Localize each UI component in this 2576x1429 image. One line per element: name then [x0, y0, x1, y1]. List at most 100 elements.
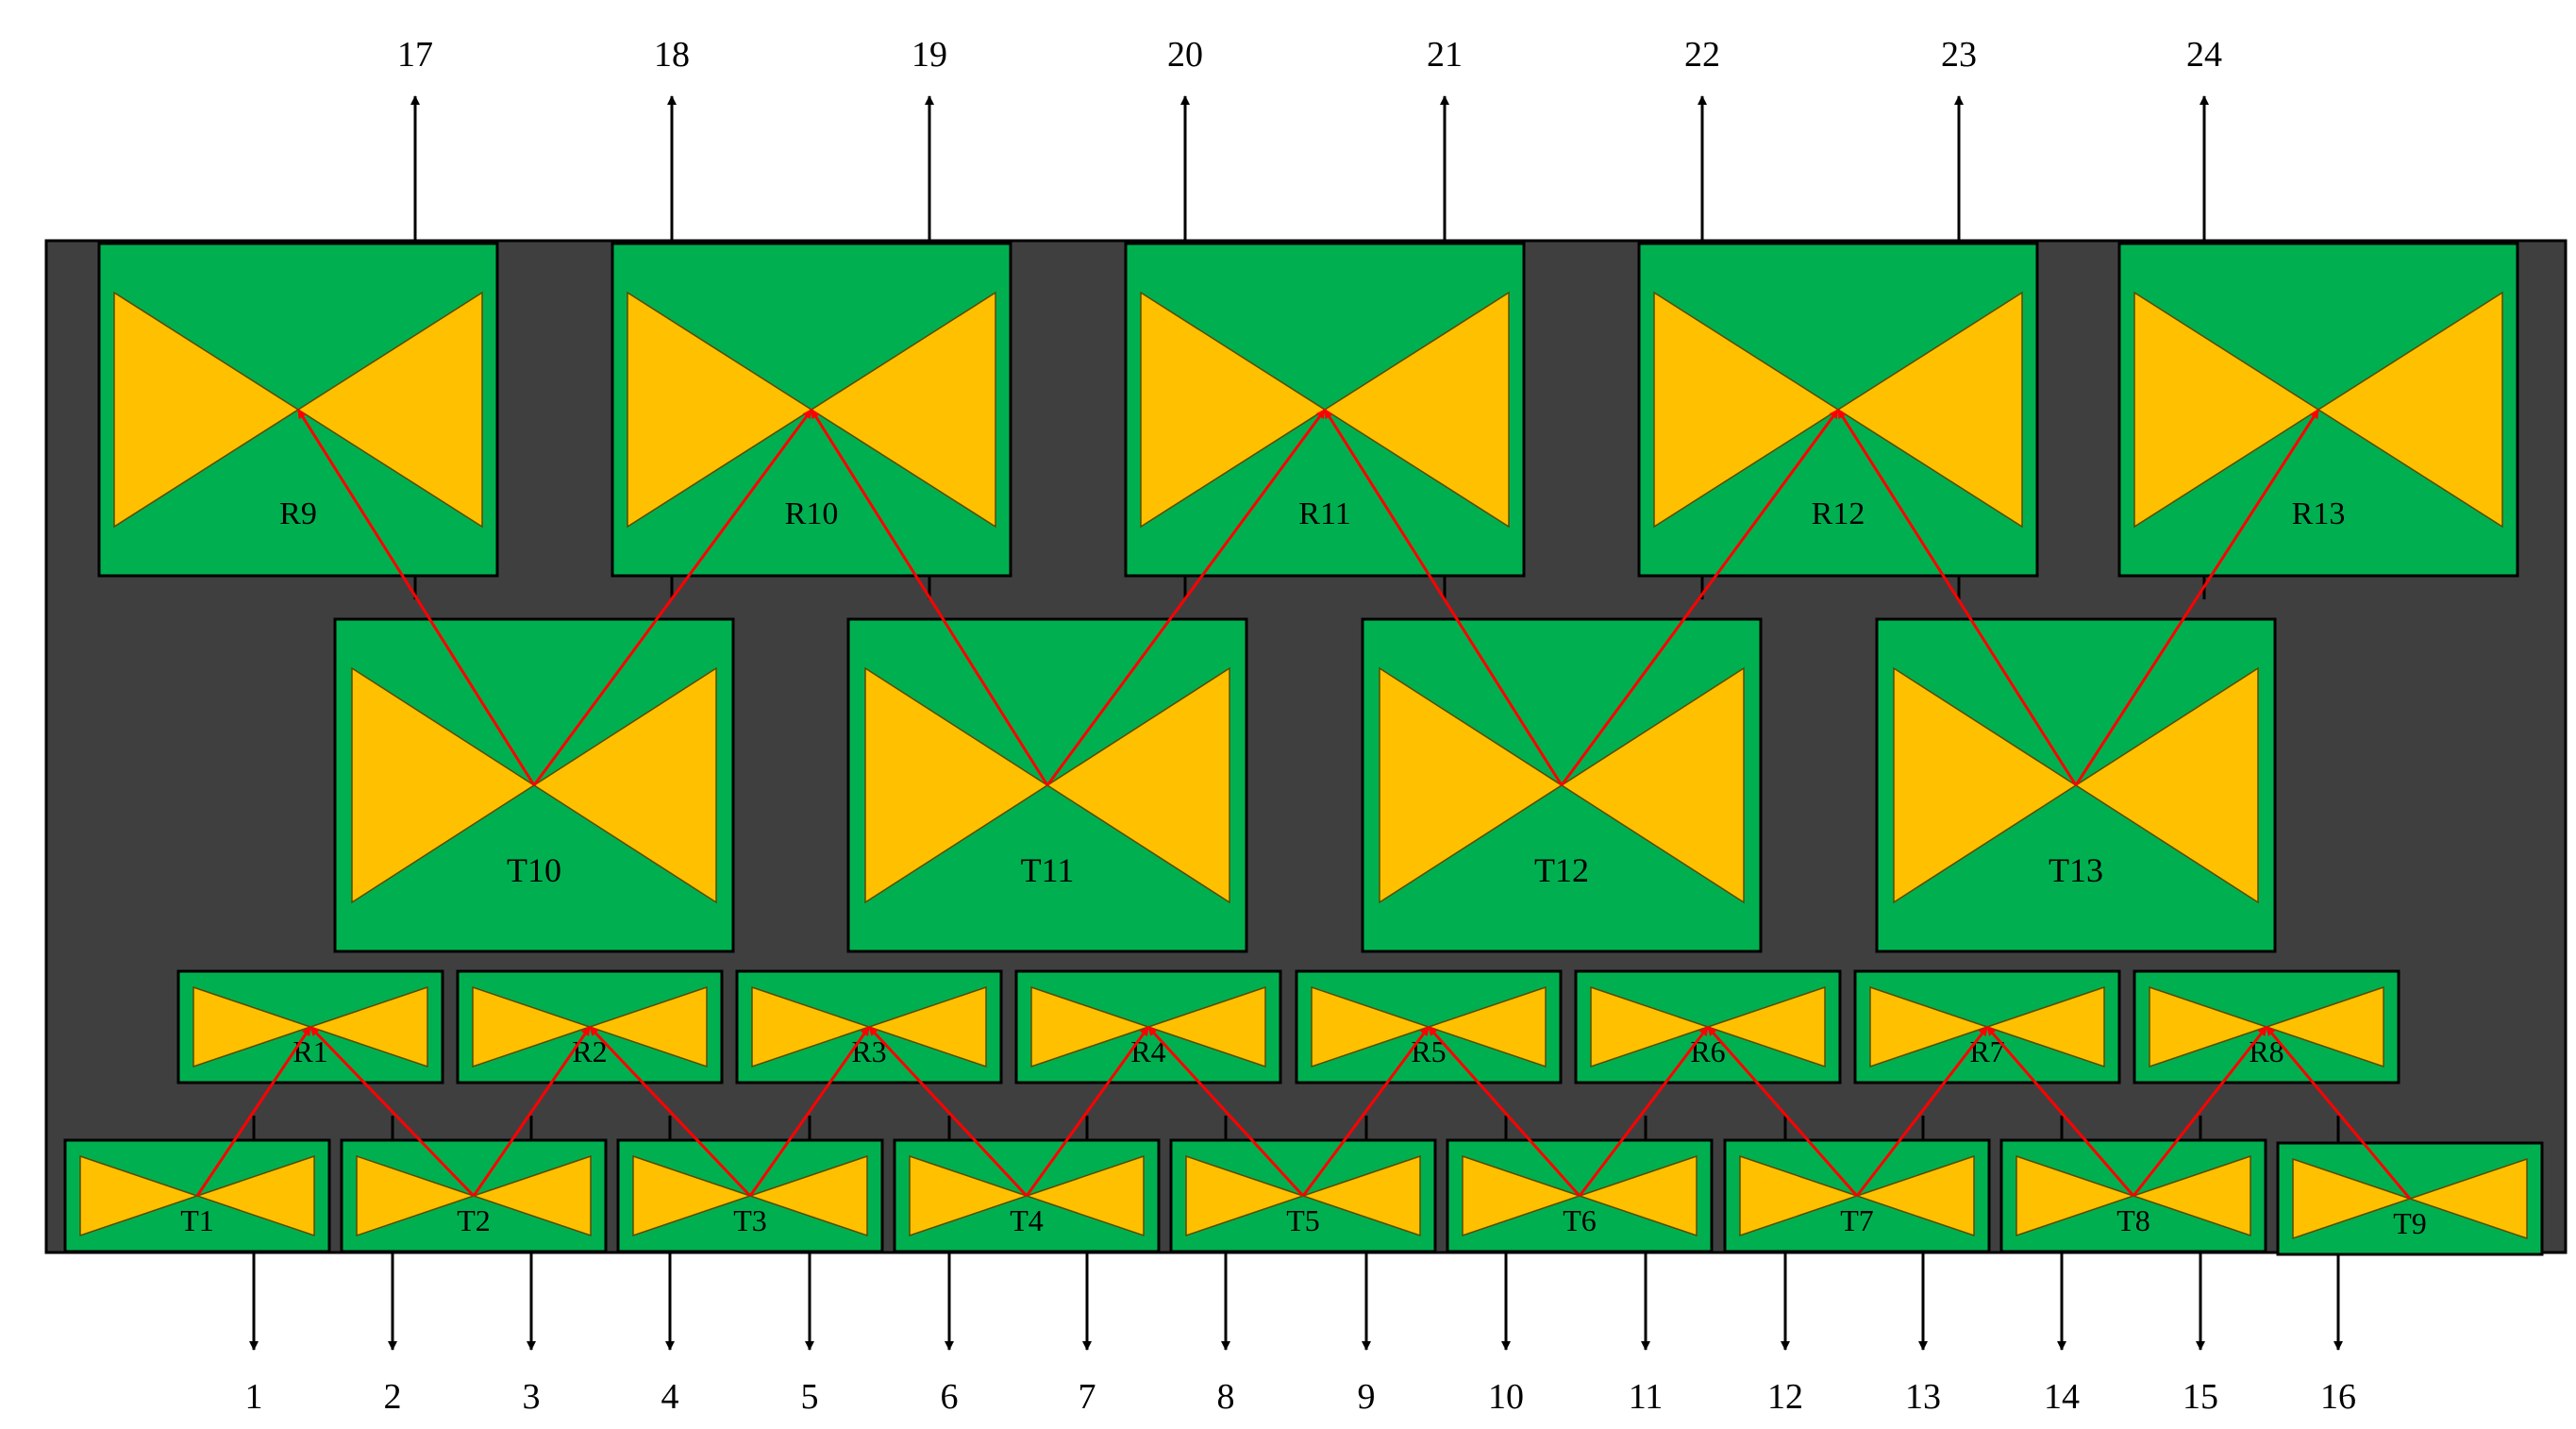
- input-port-label: 8: [1217, 1377, 1235, 1417]
- input-port-label: 6: [941, 1377, 959, 1417]
- module-t1: T1: [63, 1138, 331, 1253]
- arrow-t4-to-r3: [867, 1025, 1029, 1198]
- bowtie-right-wing: [194, 1154, 315, 1237]
- bowtie-right-wing: [1426, 985, 1547, 1068]
- arrow-t5-to-r4: [1146, 1025, 1305, 1198]
- routing-arrows: [195, 409, 2412, 1200]
- bowtie-left-wing: [356, 1154, 477, 1237]
- module-label: T5: [1286, 1203, 1320, 1237]
- input-port-label: 5: [801, 1377, 819, 1417]
- input-port-label: 10: [1488, 1377, 1524, 1417]
- module-t2: T2: [340, 1138, 608, 1253]
- bowtie-left-wing: [2133, 291, 2320, 529]
- arrow-t2-to-r2: [472, 1026, 592, 1197]
- bowtie-left-wing: [1653, 291, 1840, 529]
- module-r7: R7: [1853, 969, 2121, 1084]
- arrow-t12-to-r11: [1323, 409, 1564, 786]
- arrow-t8-to-r8: [2132, 1026, 2268, 1197]
- bowtie-left-wing: [79, 1154, 200, 1237]
- bowtie-right-wing: [308, 985, 428, 1068]
- module-label: T11: [1021, 851, 1075, 889]
- bowtie-left-wing: [1140, 291, 1327, 529]
- bowtie-left-wing: [2016, 1154, 2136, 1237]
- module-r5: R5: [1295, 969, 1563, 1084]
- arrow-t11-to-r10: [810, 409, 1049, 786]
- input-port-label: 12: [1767, 1377, 1803, 1417]
- module-label: T6: [1563, 1203, 1597, 1237]
- bowtie-right-wing: [1705, 985, 1826, 1068]
- output-port-label: 17: [397, 35, 433, 75]
- output-port-label: 23: [1941, 35, 1977, 75]
- module-t5: T5: [1169, 1138, 1437, 1253]
- input-port-label: 14: [2044, 1377, 2080, 1417]
- arrow-t11-to-r11: [1045, 409, 1327, 786]
- bowtie-right-wing: [2317, 291, 2503, 529]
- module-label: T2: [457, 1203, 491, 1237]
- module-label: R11: [1298, 496, 1350, 531]
- bowtie-left-wing: [113, 291, 300, 529]
- bowtie-right-wing: [2264, 985, 2384, 1068]
- bowtie-left-wing: [472, 985, 593, 1068]
- input-port-label: 9: [1358, 1377, 1376, 1417]
- arrow-t8-to-r7: [1985, 1026, 2135, 1197]
- bowtie-right-wing: [2131, 1154, 2251, 1237]
- bowtie-right-wing: [1300, 1154, 1421, 1237]
- output-port-label: 24: [2186, 35, 2222, 75]
- module-label: T7: [1840, 1203, 1874, 1237]
- arrow-t10-to-r9: [296, 409, 536, 786]
- bowtie-left-wing: [1462, 1154, 1582, 1237]
- module-label: T1: [180, 1203, 214, 1237]
- bowtie-right-wing: [2407, 1157, 2528, 1240]
- module-label: R9: [279, 496, 317, 531]
- arrow-t1-to-r1: [195, 1026, 312, 1197]
- bowtie-left-wing: [909, 1154, 1029, 1237]
- arrow-t2-to-r1: [309, 1025, 476, 1198]
- bowtie-left-wing: [1030, 985, 1151, 1068]
- bowtie-right-wing: [810, 291, 996, 529]
- arrow-t6-to-r6: [1578, 1026, 1710, 1197]
- bowtie-left-wing: [1185, 1154, 1306, 1237]
- arrow-t4-to-r4: [1025, 1026, 1150, 1197]
- bowtie-right-wing: [747, 1154, 868, 1237]
- bowtie-right-wing: [866, 985, 987, 1068]
- module-t13: T13: [1875, 617, 2277, 953]
- bowtie-left-wing: [632, 1154, 753, 1237]
- bowtie-left-wing: [192, 985, 313, 1068]
- module-label: R10: [785, 496, 839, 531]
- input-port-label: 3: [523, 1377, 541, 1417]
- arrow-t13-to-r13: [2074, 409, 2320, 786]
- arrow-t13-to-r12: [1836, 409, 2078, 786]
- input-port-label: 16: [2320, 1377, 2356, 1417]
- input-port-label: 4: [661, 1377, 679, 1417]
- arrow-t9-to-r8: [2265, 1026, 2412, 1200]
- arrow-t10-to-r10: [532, 409, 813, 786]
- module-label: T9: [2393, 1206, 2427, 1240]
- output-port-label: 18: [654, 35, 690, 75]
- bowtie-right-wing: [1577, 1154, 1698, 1237]
- input-port-label: 11: [1629, 1377, 1664, 1417]
- bowtie-left-wing: [864, 666, 1049, 904]
- input-port-label: 13: [1905, 1377, 1941, 1417]
- bowtie-left-wing: [1893, 666, 2078, 904]
- bowtie-right-wing: [2074, 666, 2259, 904]
- output-port-label: 19: [912, 35, 947, 75]
- bowtie-right-wing: [1024, 1154, 1145, 1237]
- module-label: T4: [1010, 1203, 1044, 1237]
- bowtie-left-wing: [1869, 985, 1990, 1068]
- bowtie-right-wing: [1836, 291, 2023, 529]
- input-port-label: 15: [2183, 1377, 2218, 1417]
- module-label: T3: [733, 1203, 767, 1237]
- arrow-t7-to-r6: [1706, 1026, 1859, 1197]
- bowtie-right-wing: [532, 666, 717, 904]
- module-label: R13: [2292, 496, 2346, 531]
- input-port-label: 2: [384, 1377, 402, 1417]
- bowtie-right-wing: [587, 985, 708, 1068]
- bowtie-right-wing: [1323, 291, 1510, 529]
- module-label: T13: [2049, 851, 2103, 889]
- module-label: T10: [507, 851, 561, 889]
- bowtie-left-wing: [751, 985, 872, 1068]
- input-port-label: 1: [245, 1377, 263, 1417]
